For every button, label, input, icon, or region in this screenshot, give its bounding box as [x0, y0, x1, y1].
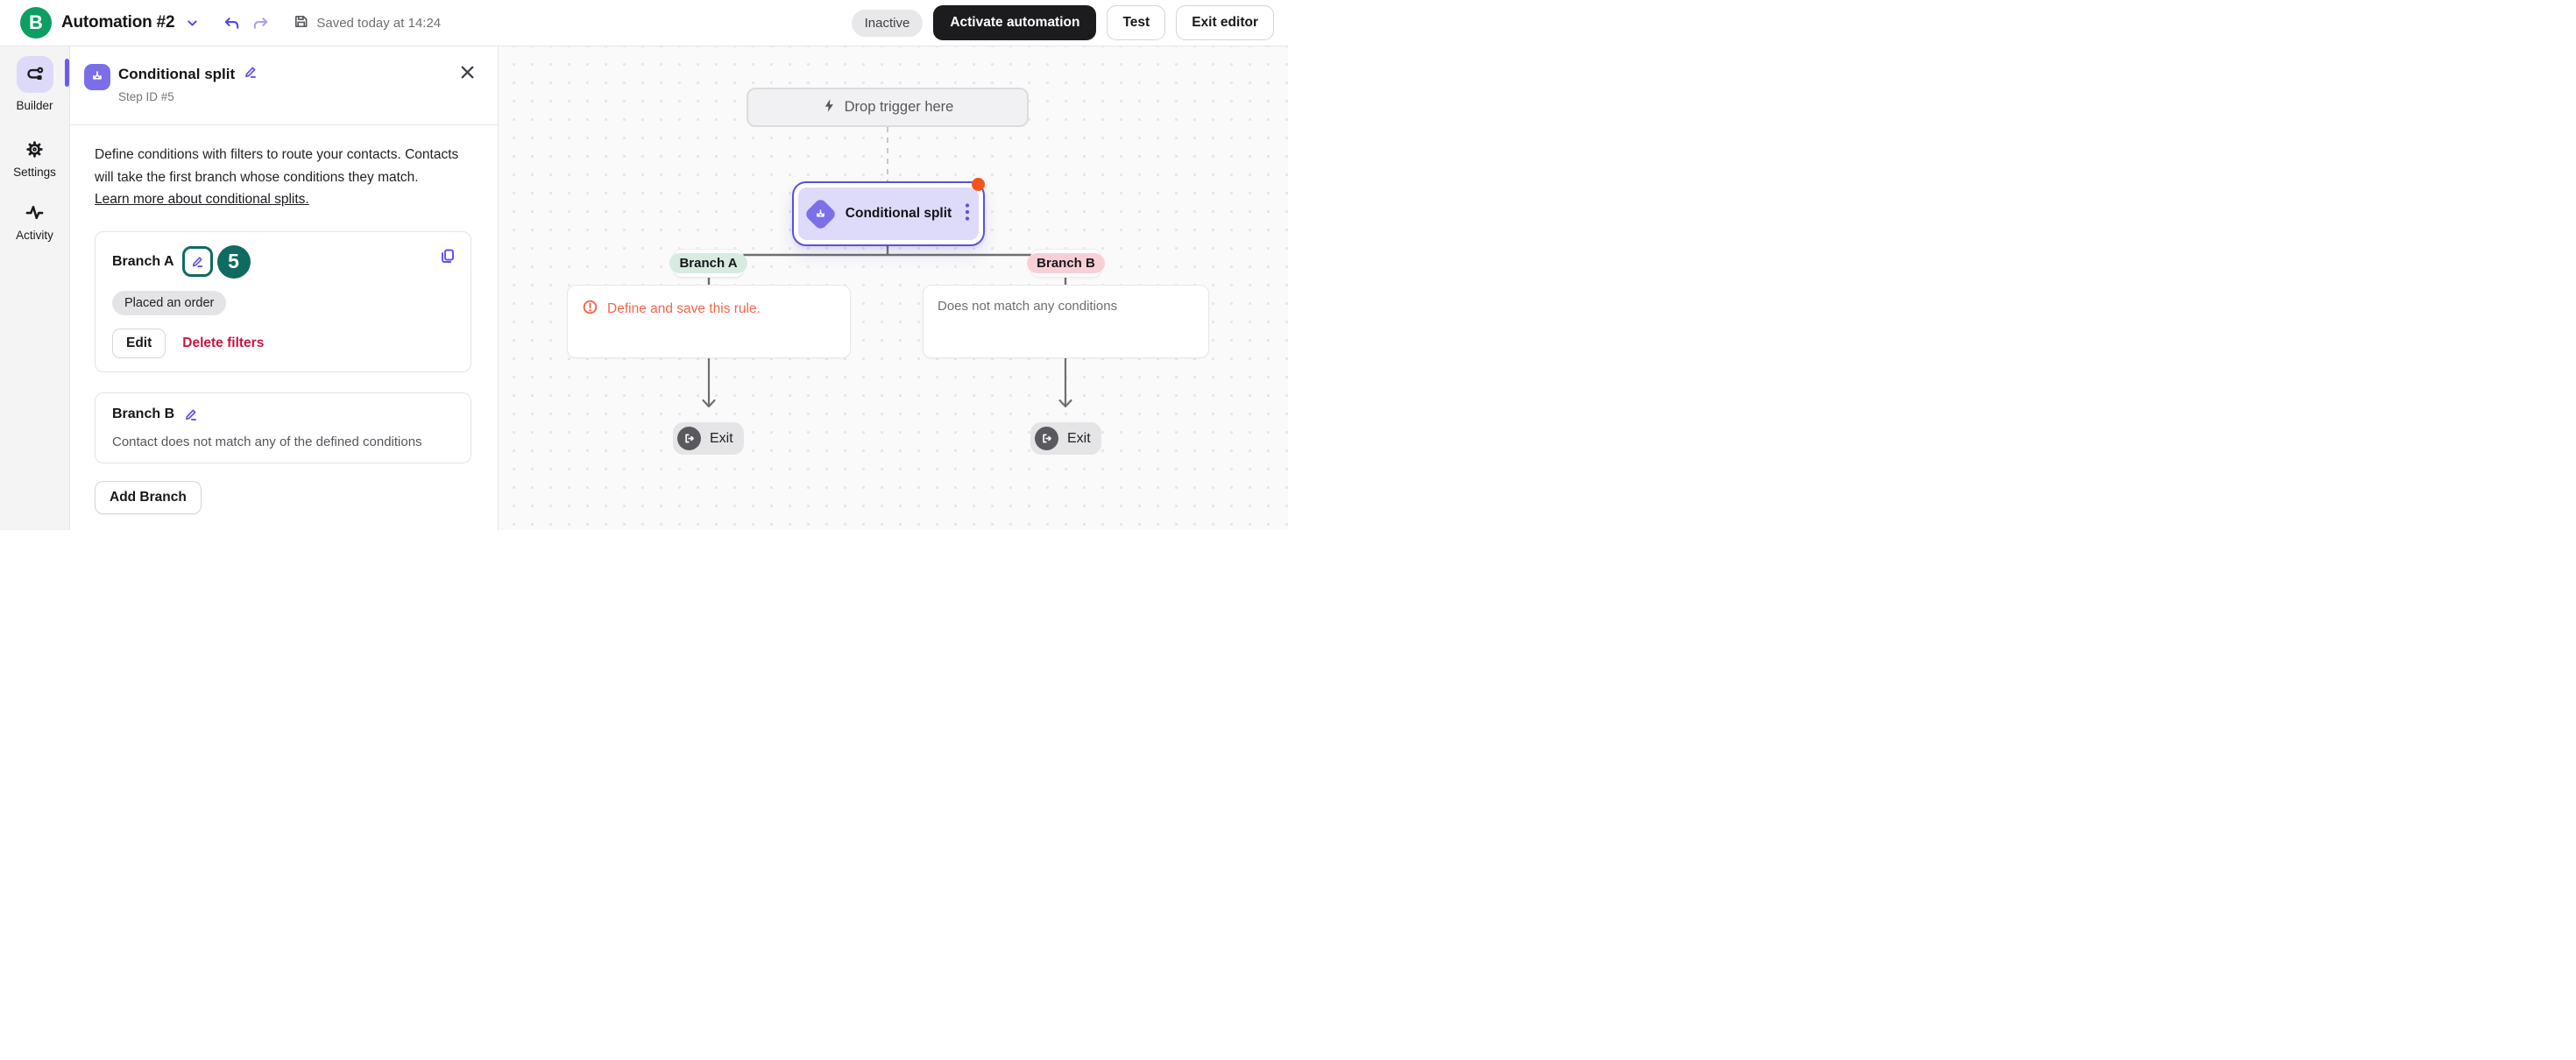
filter-chip: Placed an order	[112, 290, 227, 315]
status-badge: Inactive	[851, 9, 924, 37]
redo-icon[interactable]	[251, 14, 270, 32]
branch-a-warning-text: Define and save this rule.	[607, 301, 761, 316]
node-title: Conditional split	[845, 206, 952, 221]
main-area: Builder Settings Activity	[0, 46, 1288, 530]
exit-icon	[677, 427, 701, 450]
sidebar-item-builder[interactable]: Builder	[16, 46, 53, 112]
flow-canvas[interactable]: Drop trigger here Conditional split Bran…	[499, 46, 1288, 530]
test-button[interactable]: Test	[1107, 5, 1166, 40]
branch-a-pill: Branch A	[669, 253, 747, 273]
branch-b-rule-card[interactable]: Does not match any conditions	[923, 285, 1209, 358]
conditional-split-node[interactable]: Conditional split	[792, 181, 985, 246]
step-id: Step ID #5	[118, 90, 174, 103]
branch-a-rename-icon-highlighted[interactable]	[181, 246, 213, 277]
sidebar-item-activity[interactable]: Activity	[16, 202, 53, 242]
delete-filters-button[interactable]: Delete filters	[182, 335, 265, 350]
split-diamond-icon	[803, 196, 838, 231]
branch-b-rename-icon[interactable]	[183, 406, 199, 422]
rename-step-icon[interactable]	[243, 64, 258, 84]
panel-header-text: Conditional split Step ID #5	[118, 64, 258, 103]
save-icon	[293, 13, 309, 33]
sidebar-label-builder: Builder	[16, 99, 53, 112]
undo-icon[interactable]	[223, 14, 241, 32]
step-description: Define conditions with filters to route …	[95, 147, 459, 185]
branch-a-warning-row: Define and save this rule.	[582, 299, 836, 320]
node-menu-kebab-icon[interactable]	[965, 202, 970, 226]
panel-header: Conditional split Step ID #5	[70, 46, 498, 125]
branch-a-actions: Edit Delete filters	[112, 328, 454, 358]
add-branch-button[interactable]: Add Branch	[95, 480, 202, 514]
journey-builder-icon	[25, 65, 45, 84]
top-bar-left: B Automation #2 Saved today at 14:24	[20, 7, 441, 39]
panel-body: Define conditions with filters to route …	[70, 125, 498, 514]
top-bar-right: Inactive Activate automation Test Exit e…	[851, 5, 1274, 40]
exit-icon	[1035, 427, 1058, 450]
branch-b-condition-text: Does not match any conditions	[938, 299, 1118, 314]
drop-trigger-text: Drop trigger here	[844, 99, 954, 115]
save-status: Saved today at 14:24	[293, 13, 441, 33]
branch-a-rule-card[interactable]: Define and save this rule.	[567, 285, 851, 358]
chevron-down-icon[interactable]	[186, 17, 199, 30]
brevo-logo-letter: B	[29, 11, 43, 33]
warning-icon	[582, 299, 598, 320]
branch-b-description: Contact does not match any of the define…	[112, 434, 422, 449]
exit-node-branch-b[interactable]: Exit	[1030, 422, 1101, 455]
branch-b-title: Branch B	[112, 406, 175, 421]
conditional-split-icon	[84, 64, 110, 90]
branch-b-card: Branch B Contact does not match any of t…	[95, 392, 471, 463]
element-marker-badge: 5	[216, 244, 251, 279]
learn-more-link[interactable]: Learn more about conditional splits.	[95, 192, 309, 207]
branch-a-title-row: Branch A 5	[112, 244, 456, 279]
gear-icon	[25, 139, 45, 159]
step-config-panel: Conditional split Step ID #5 Define cond…	[70, 46, 499, 530]
branch-a-title: Branch A	[112, 253, 174, 269]
activate-automation-button[interactable]: Activate automation	[933, 5, 1097, 40]
conditional-split-node-inner: Conditional split	[798, 187, 979, 240]
drop-trigger-placeholder[interactable]: Drop trigger here	[747, 88, 1029, 127]
sidebar-label-activity: Activity	[16, 229, 53, 242]
panel-title: Conditional split	[118, 65, 236, 82]
exit-label: Exit	[710, 430, 733, 446]
automation-editor: B Automation #2 Saved today at 14:24 Ina…	[0, 0, 1288, 530]
sidebar-label-settings: Settings	[13, 166, 56, 179]
automation-title: Automation #2	[61, 13, 175, 32]
branch-b-canvas-label[interactable]: Branch B	[1027, 249, 1105, 278]
close-panel-icon[interactable]	[459, 64, 476, 85]
exit-label: Exit	[1067, 430, 1091, 446]
branch-b-title-row: Branch B	[112, 406, 454, 422]
exit-node-branch-a[interactable]: Exit	[673, 422, 744, 455]
branch-a-card: Branch A 5 Placed an order Edit Delete f…	[95, 230, 471, 372]
panel-accent-bar	[65, 59, 69, 87]
branch-b-pill: Branch B	[1027, 253, 1105, 273]
save-status-text: Saved today at 14:24	[316, 15, 442, 31]
node-alert-dot	[972, 178, 985, 191]
bolt-icon	[822, 98, 837, 117]
exit-editor-button[interactable]: Exit editor	[1176, 5, 1274, 40]
sidebar-item-settings[interactable]: Settings	[13, 139, 56, 179]
activity-pulse-icon	[25, 202, 45, 223]
branch-a-canvas-label[interactable]: Branch A	[669, 249, 747, 278]
brevo-logo: B	[20, 7, 52, 39]
top-bar: B Automation #2 Saved today at 14:24 Ina…	[0, 0, 1288, 46]
sidebar: Builder Settings Activity	[0, 46, 70, 530]
edit-filters-button[interactable]: Edit	[112, 328, 166, 358]
duplicate-branch-icon[interactable]	[439, 247, 456, 269]
builder-icon-box	[16, 56, 53, 93]
